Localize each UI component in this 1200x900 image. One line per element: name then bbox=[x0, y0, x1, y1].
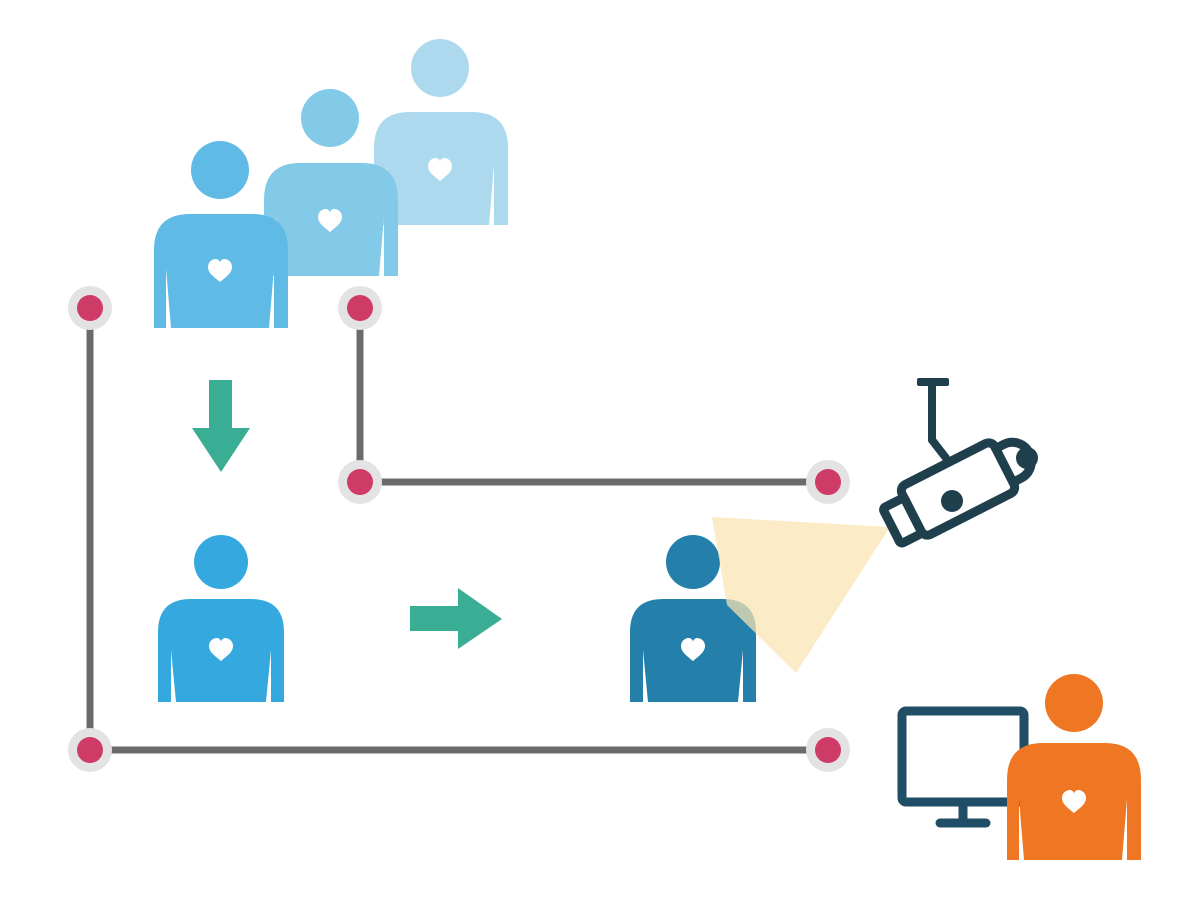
camera-view-cone bbox=[712, 517, 890, 673]
operator-person-icon bbox=[1007, 674, 1141, 860]
right-arrow-icon bbox=[410, 588, 502, 649]
path-node bbox=[68, 728, 112, 772]
person-icon bbox=[264, 89, 398, 276]
person-icon bbox=[154, 141, 288, 328]
person-icon bbox=[630, 535, 756, 702]
down-arrow-icon bbox=[192, 380, 250, 472]
security-camera-icon bbox=[879, 378, 1038, 548]
path-node bbox=[68, 286, 112, 330]
path-node bbox=[806, 460, 850, 504]
path-node bbox=[338, 460, 382, 504]
person-icon bbox=[158, 535, 284, 702]
person-icon bbox=[374, 39, 508, 225]
path-node bbox=[338, 286, 382, 330]
path-node bbox=[806, 728, 850, 772]
path-nodes bbox=[68, 286, 850, 772]
path-lines bbox=[86, 308, 828, 754]
monitor-icon bbox=[897, 706, 1029, 828]
